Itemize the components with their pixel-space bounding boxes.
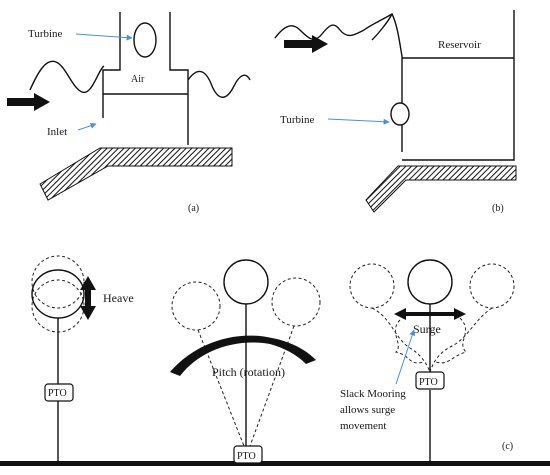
wave-line <box>29 60 105 93</box>
pto-label-left: PTO <box>48 388 67 399</box>
heave-device: Heave PTO <box>31 255 134 463</box>
pitch-buoy-dashed-left <box>171 281 221 331</box>
panel-b-tag: (b) <box>492 203 504 214</box>
pitch-label: Pitch (rotation) <box>212 365 285 379</box>
seabed-b <box>365 165 517 213</box>
wave-direction-arrow-b <box>284 35 328 53</box>
overtopping-crest <box>371 13 393 41</box>
turbine-label-a: Turbine <box>28 28 63 40</box>
pto-label-right: PTO <box>419 377 438 388</box>
pitch-buoy <box>223 259 269 305</box>
slack-mooring-leader <box>395 329 416 385</box>
pitch-buoy-dashed-right <box>271 277 321 327</box>
turbine-leader-b <box>327 118 390 125</box>
air-label: Air <box>131 74 145 85</box>
heave-buoy <box>31 269 85 319</box>
panel-c-tag: (c) <box>502 441 513 452</box>
panel-a: Turbine Air Inlet (a) <box>7 12 251 214</box>
slack-mooring-dashed <box>371 307 493 373</box>
pto-box-center <box>233 445 263 464</box>
panel-c: Heave PTO Pitch (rotation) PTO <box>0 255 550 466</box>
reservoir-label: Reservoir <box>438 39 481 51</box>
surge-buoy-dashed-right <box>469 263 515 309</box>
turbine-icon-b <box>390 102 410 126</box>
pitch-arc-icon <box>170 335 316 376</box>
slack-mooring-label-2: allows surge <box>340 404 395 416</box>
pitch-tether-dashed-right <box>249 325 295 447</box>
panel-a-tag: (a) <box>188 203 199 214</box>
surge-buoy-dashed-left <box>349 263 395 309</box>
slack-mooring-label-1: Slack Mooring <box>340 388 406 400</box>
wave-direction-arrow-a <box>7 93 50 111</box>
surge-device: Surge PTO Slack Mooring allows surge mov… <box>340 259 515 466</box>
wave-line-right <box>187 70 251 98</box>
pitch-device: Pitch (rotation) PTO <box>170 259 321 464</box>
inlet-leader <box>77 122 97 131</box>
turbine-icon <box>133 22 157 58</box>
surge-label: Surge <box>413 322 441 336</box>
seabed-line <box>0 461 550 466</box>
surge-buoy <box>407 259 453 305</box>
pitch-tether-dashed-left <box>197 329 245 447</box>
heave-buoy-dashed-top <box>31 255 85 309</box>
heave-arrow-icon <box>80 276 96 320</box>
slack-mooring-label-3: movement <box>340 420 386 432</box>
turbine-label-b: Turbine <box>280 114 315 126</box>
seabed-a <box>39 147 233 201</box>
pto-box-right <box>415 371 445 390</box>
air-chamber-outline <box>102 12 121 118</box>
reservoir-walls <box>402 10 515 161</box>
slack-mooring-loop <box>394 317 467 364</box>
air-chamber-outline-right <box>169 12 189 145</box>
inlet-label: Inlet <box>47 126 67 138</box>
turbine-leader-a <box>75 33 133 41</box>
overtopping-wave <box>274 13 403 152</box>
panel-b: Reservoir Turbine (b) <box>274 10 517 214</box>
pto-box-left <box>44 383 74 402</box>
pto-label-center: PTO <box>237 451 256 462</box>
surge-arrow-icon <box>394 308 466 320</box>
heave-label: Heave <box>103 291 134 305</box>
